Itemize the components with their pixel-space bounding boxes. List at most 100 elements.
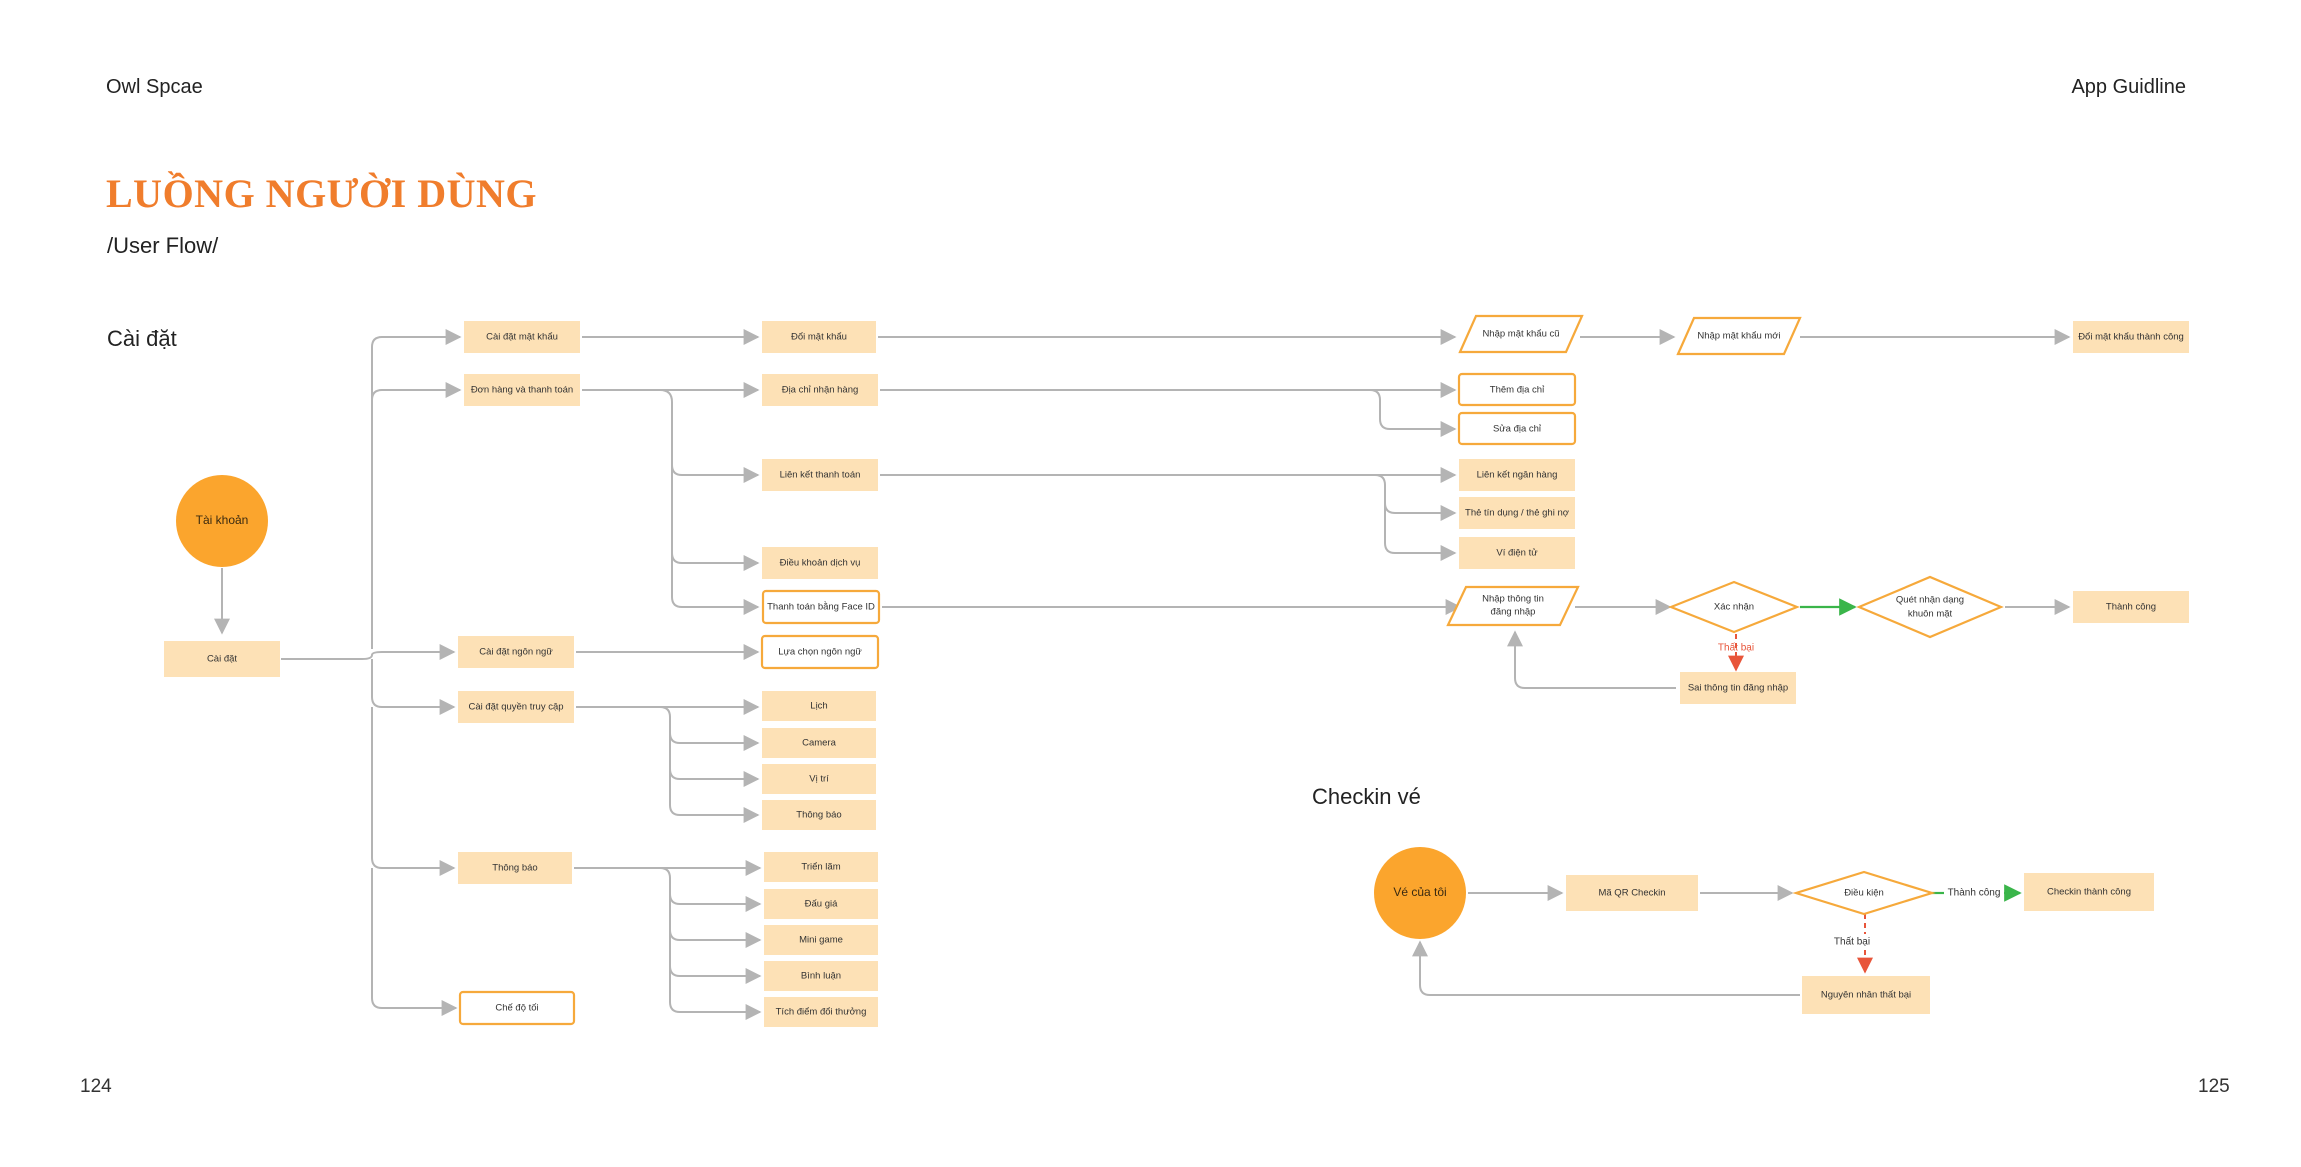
node-label-line1: Quét nhận dạng — [1896, 595, 1964, 606]
node-label: Lựa chọn ngôn ngữ — [778, 647, 862, 658]
node-label: Đấu giá — [805, 899, 838, 910]
node-lien-ket-thanh-toan: Liên kết thanh toán — [762, 459, 878, 491]
node-thanh-cong: Thành công — [2073, 591, 2189, 623]
node-label: Ví điện tử — [1496, 548, 1538, 559]
node-lien-ket-ngan-hang: Liên kết ngân hàng — [1459, 459, 1575, 491]
node-label: Thêm địa chỉ — [1490, 385, 1545, 396]
node-label: Điều khoản dịch vụ — [780, 558, 861, 569]
edge-perm-notify — [669, 769, 760, 823]
node-xac-nhan: Xác nhận — [1668, 580, 1800, 634]
node-label: Tích điểm đổi thưởng — [776, 1007, 867, 1018]
header-doc-title: App Guidline — [2071, 76, 2186, 98]
page-number-right: 125 — [2198, 1076, 2230, 1097]
edge-address-edit — [1369, 389, 1457, 437]
flow-edges — [214, 329, 2071, 1020]
node-lua-chon-ngon-ngu: Lựa chọn ngôn ngữ — [760, 634, 880, 670]
node-label: Điều kiện — [1844, 888, 1884, 899]
node-label: Xác nhận — [1714, 602, 1754, 613]
node-checkin-thanh-cong: Checkin thành công — [2024, 873, 2154, 911]
node-cai-dat-ngon-ngu: Cài đặt ngôn ngữ — [458, 636, 574, 668]
node-label-line2: khuôn mặt — [1908, 609, 1953, 620]
node-label: Sai thông tin đăng nhập — [1688, 683, 1788, 694]
node-label: Địa chỉ nhận hàng — [782, 385, 859, 396]
page-title: LUỒNG NGƯỜI DÙNG — [106, 171, 537, 216]
node-label: Liên kết ngân hàng — [1477, 470, 1558, 481]
edge-to-orders — [371, 382, 462, 649]
node-label: Thông báo — [796, 810, 841, 821]
edge-notify-auction — [659, 867, 762, 912]
node-nhap-thong-tin: Nhập thông tin đăng nhập — [1446, 585, 1580, 627]
edge-label-fail: Thất bại — [1718, 642, 1754, 654]
edge-perm-camera — [659, 706, 760, 751]
node-thong-bao-perm: Thông báo — [762, 800, 876, 830]
node-camera: Camera — [762, 728, 876, 758]
edge-to-permission — [371, 659, 456, 715]
node-label: Nhập mật khẩu cũ — [1482, 329, 1559, 340]
node-doi-mat-khau-thanh-cong: Đổi mật khẩu thành công — [2073, 321, 2189, 353]
node-thong-bao-group: Thông báo — [458, 852, 572, 884]
node-label: Thanh toán bằng Face ID — [767, 602, 875, 613]
node-label: Cài đặt ngôn ngữ — [479, 647, 553, 658]
node-mini-game: Mini game — [764, 925, 878, 955]
node-doi-mat-khau: Đổi mật khẩu — [762, 321, 876, 353]
page-number-left: 124 — [80, 1076, 112, 1097]
section-title-checkin: Checkin vé — [1312, 784, 1421, 809]
node-label: Triển lãm — [801, 862, 840, 873]
node-dieu-khoan: Điều khoản dịch vụ — [762, 547, 878, 579]
node-label: Thông báo — [492, 863, 537, 874]
node-label: Cài đặt quyền truy cập — [468, 702, 563, 713]
node-ma-qr: Mã QR Checkin — [1566, 875, 1698, 911]
node-label: Thẻ tín dụng / thẻ ghi nợ — [1465, 508, 1569, 519]
node-cai-dat-mat-khau: Cài đặt mật khẩu — [464, 321, 580, 353]
edge-to-language — [361, 644, 456, 660]
node-trien-lam: Triển lãm — [764, 852, 878, 882]
edge-fail-login — [1507, 630, 1676, 689]
node-sua-dia-chi: Sửa địa chỉ — [1457, 411, 1577, 446]
edge-label-success: Thành công — [1948, 888, 2001, 899]
node-label: Lịch — [810, 701, 827, 712]
node-label: Đơn hàng và thanh toán — [471, 385, 573, 396]
edge-to-notification — [371, 707, 456, 876]
edge-label-fail-checkin: Thất bại — [1834, 936, 1870, 948]
edge-notify-minigame — [669, 894, 762, 948]
node-quet-khuon-mat: Quét nhận dạng khuôn mặt — [1856, 575, 2004, 639]
node-label: Nguyên nhân thất bại — [1821, 990, 1911, 1001]
edge-fail-ticket — [1412, 940, 1800, 996]
node-the-tin-dung: Thẻ tín dụng / thẻ ghi nợ — [1459, 497, 1575, 529]
node-che-do-toi: Chế độ tối — [458, 990, 576, 1026]
node-label: Checkin thành công — [2047, 887, 2131, 898]
node-lich: Lịch — [762, 691, 876, 721]
edge-notify-points — [669, 966, 762, 1020]
node-label: Cài đặt mật khẩu — [486, 332, 558, 343]
page-subtitle: /User Flow/ — [107, 233, 219, 258]
node-them-dia-chi: Thêm địa chỉ — [1457, 372, 1577, 407]
header-brand: Owl Spcae — [106, 76, 203, 98]
node-label: Liên kết thanh toán — [780, 470, 861, 481]
node-sai-thong-tin: Sai thông tin đăng nhập — [1680, 672, 1796, 704]
node-cai-dat: Cài đặt — [164, 641, 280, 677]
edge-payment-card — [1374, 474, 1457, 521]
node-vi-dien-tu: Ví điện tử — [1459, 537, 1575, 569]
node-label: Tài khoản — [196, 513, 249, 527]
edge-to-darkmode — [371, 868, 458, 1016]
edge-perm-location — [669, 733, 760, 787]
node-label: Camera — [802, 738, 837, 749]
edge-orders-terms — [671, 465, 760, 571]
node-dieu-kien: Điều kiện — [1792, 870, 1936, 916]
node-don-hang: Đơn hàng và thanh toán — [464, 374, 580, 406]
node-label: Vị trí — [809, 774, 829, 785]
node-label: Bình luận — [801, 971, 841, 982]
node-dia-chi: Địa chỉ nhận hàng — [762, 374, 878, 406]
node-cai-dat-quyen: Cài đặt quyền truy cập — [458, 691, 574, 723]
edge-payment-wallet — [1384, 503, 1457, 561]
node-label: Sửa địa chỉ — [1493, 424, 1542, 435]
node-label: Cài đặt — [207, 654, 237, 665]
node-label: Đổi mật khẩu thành công — [2078, 332, 2184, 343]
node-label: Mini game — [799, 935, 843, 946]
node-dau-gia: Đấu giá — [764, 889, 878, 919]
node-label-line1: Nhập thông tin — [1482, 594, 1544, 605]
node-binh-luan: Bình luận — [764, 961, 878, 991]
node-label: Thành công — [2106, 602, 2156, 613]
node-nguyen-nhan: Nguyên nhân thất bại — [1802, 976, 1930, 1014]
